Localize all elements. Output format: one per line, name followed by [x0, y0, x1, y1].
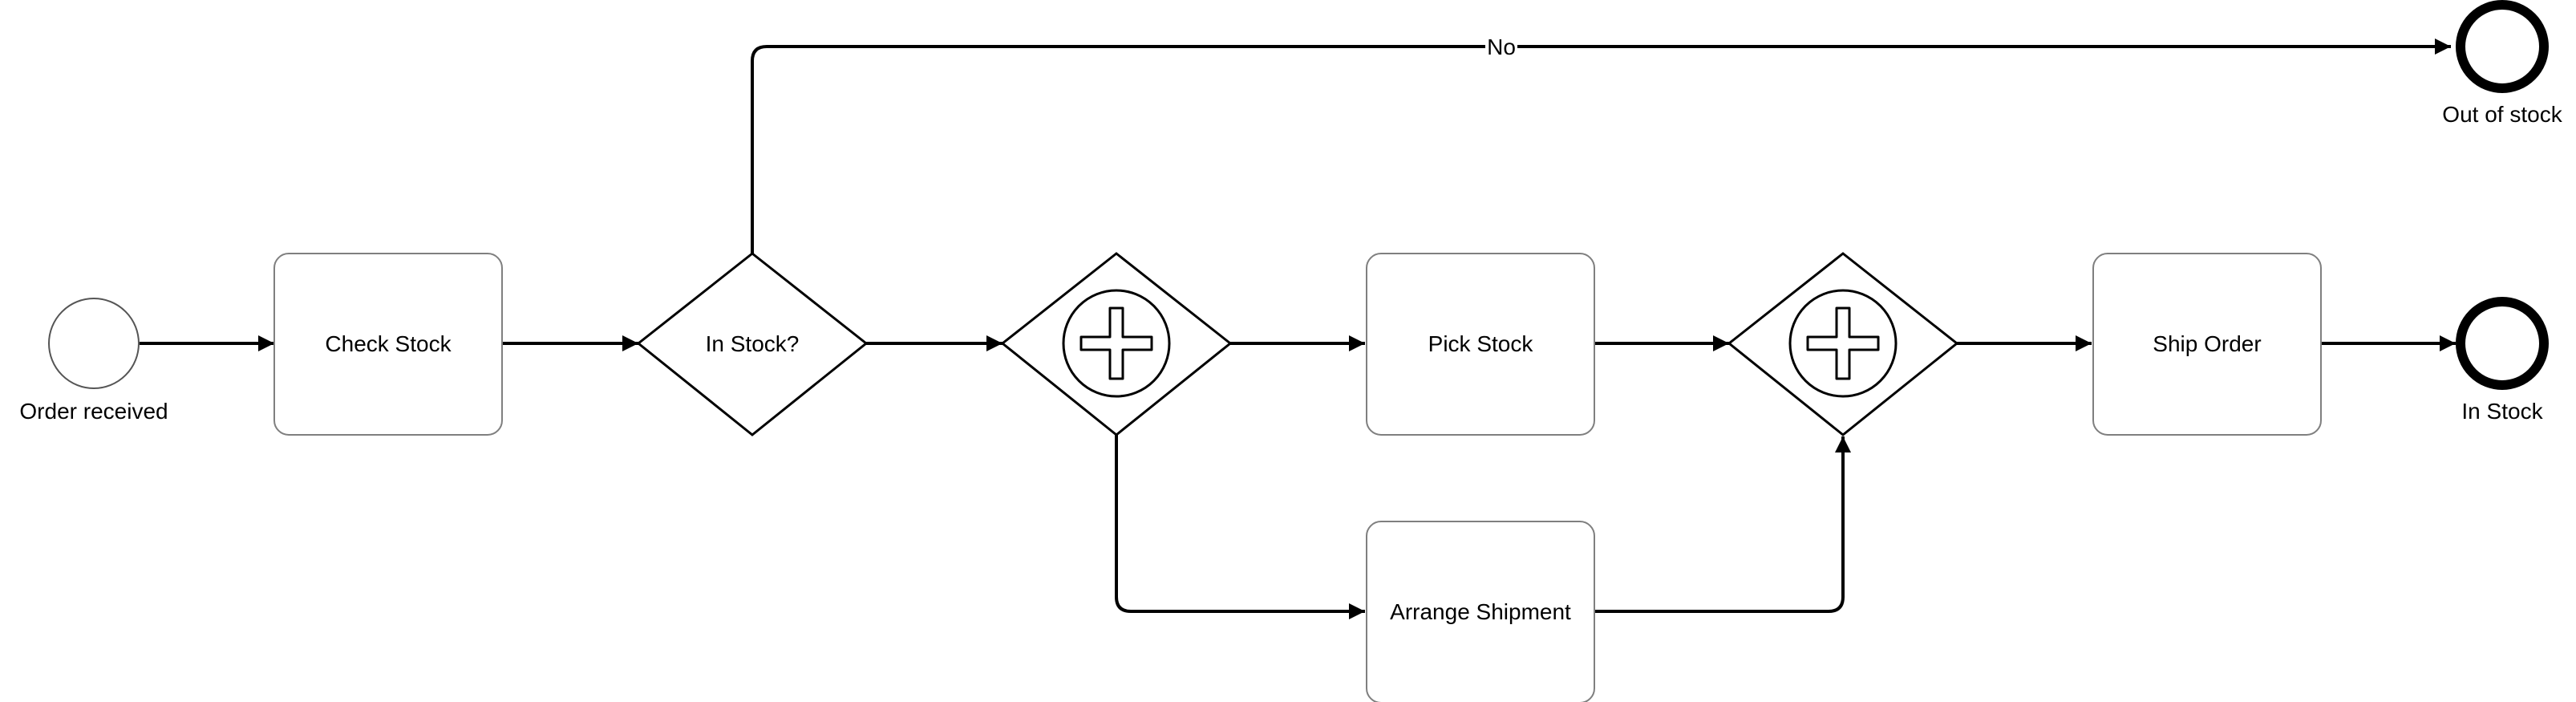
start-event-label: Order received — [19, 399, 168, 424]
task-pick-stock-box[interactable] — [1366, 253, 1595, 436]
end-event-out-of-stock-circle[interactable] — [2456, 0, 2549, 93]
end-event-out-of-stock[interactable]: Out of stock — [2442, 0, 2563, 127]
end-event-out-of-stock-label: Out of stock — [2442, 102, 2562, 127]
gateway-parallel-split[interactable] — [1000, 252, 1233, 436]
gateway-parallel-split-circle — [1062, 289, 1171, 398]
flow-split-to-arrange-shipment — [1115, 435, 1365, 619]
start-event[interactable]: Order received — [19, 298, 168, 424]
gateway-in-stock-diamond[interactable] — [636, 252, 869, 436]
end-event-in-stock[interactable]: In Stock — [2456, 297, 2549, 424]
flow-arrange-shipment-to-join — [1594, 436, 1851, 613]
gateway-parallel-join-circle — [1788, 289, 1898, 398]
gateway-parallel-join[interactable] — [1727, 252, 1959, 436]
task-check-stock-label: Check Stock — [325, 331, 452, 356]
end-event-in-stock-circle[interactable] — [2456, 297, 2549, 390]
task-arrange-shipment-label: Arrange Shipment — [1390, 599, 1571, 624]
end-event-in-stock-label: In Stock — [2461, 399, 2543, 424]
task-ship-order[interactable]: Ship Order — [2092, 253, 2322, 436]
gateway-in-stock[interactable]: In Stock? — [636, 252, 869, 436]
task-check-stock[interactable]: Check Stock — [273, 253, 503, 436]
task-pick-stock-label: Pick Stock — [1428, 331, 1534, 356]
gateway-in-stock-label: In Stock? — [706, 331, 800, 356]
plus-icon — [1079, 306, 1153, 380]
flow-label-no-group: No — [1485, 32, 1517, 61]
task-ship-order-box[interactable] — [2092, 253, 2322, 436]
task-arrange-shipment-box[interactable] — [1366, 521, 1595, 702]
task-check-stock-box[interactable] — [273, 253, 503, 436]
sequence-flows — [140, 39, 2456, 619]
task-pick-stock[interactable]: Pick Stock — [1366, 253, 1595, 436]
plus-icon — [1806, 306, 1880, 380]
task-arrange-shipment[interactable]: Arrange Shipment — [1366, 521, 1595, 702]
start-event-circle[interactable] — [48, 298, 140, 389]
flow-label-no: No — [1487, 34, 1516, 59]
task-ship-order-label: Ship Order — [2153, 331, 2261, 356]
flow-gateway-to-out-of-stock — [751, 39, 2451, 254]
